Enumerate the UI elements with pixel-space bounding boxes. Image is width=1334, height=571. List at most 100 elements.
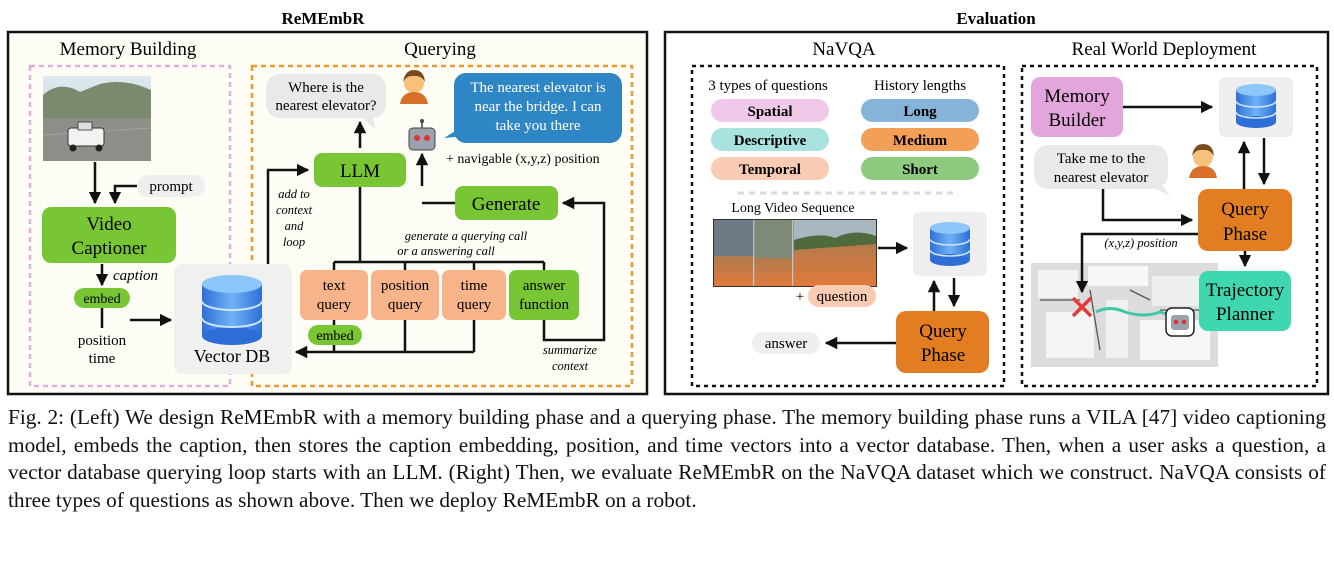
navqa-db-icon <box>929 222 971 266</box>
deployment-title: Real World Deployment <box>1072 39 1258 60</box>
user-question-line-1: Where is the <box>288 80 364 96</box>
memory-building-title: Memory Building <box>60 39 197 60</box>
deploy-robot-icon <box>1165 307 1195 337</box>
answer-pill <box>752 332 820 354</box>
robot-answer-line-3: take you there <box>496 118 581 134</box>
answer-function-label-1: answer <box>523 278 565 294</box>
memory-builder-label-1: Memory <box>1044 86 1110 107</box>
deploy-db-icon <box>1235 84 1277 128</box>
summarize-label-1: summarize <box>543 343 598 357</box>
question-type-temporal-label: Temporal <box>739 162 801 178</box>
loop-label-2: context <box>276 203 313 217</box>
deploy-query-phase-label-1: Query <box>1221 199 1269 220</box>
robot-answer-line-2: near the bridge. I can <box>474 99 602 115</box>
rememebr-figure: ReMEmbR Evaluation Memory Building Query… <box>6 9 1330 396</box>
trajectory-planner-label-2: Planner <box>1216 304 1275 325</box>
time-query-label-2: query <box>457 297 492 313</box>
loop-label-3: and <box>285 219 305 233</box>
navqa-title: NaVQA <box>812 39 876 60</box>
history-long-label: Long <box>903 104 937 120</box>
loop-label-1: add to <box>278 187 310 201</box>
position-query-label-2: query <box>388 297 423 313</box>
memory-builder-label-2: Builder <box>1049 110 1107 131</box>
user-question-line-2: nearest elevator? <box>275 98 377 114</box>
question-tag-label: question <box>817 289 868 305</box>
generate-box <box>455 186 558 220</box>
figure-caption: Fig. 2: (Left) We design ReMEmbR with a … <box>8 405 1326 512</box>
querying-region <box>250 64 634 388</box>
deploy-query-phase-box <box>1198 189 1292 251</box>
text-query-label-1: text <box>323 278 346 294</box>
plus-sign: + <box>796 289 804 305</box>
deployment-region <box>1020 64 1319 388</box>
user-request-line-2: nearest elevator <box>1054 170 1149 186</box>
navqa-query-phase-label-1: Query <box>919 321 967 342</box>
robot-icon <box>408 119 436 151</box>
video-captioner-box <box>42 207 176 263</box>
left-panel: Memory Building Querying prompt Video Ca… <box>6 30 649 396</box>
vector-db-icon <box>201 275 263 345</box>
user-request-line-1: Take me to the <box>1057 151 1146 167</box>
llm-box <box>314 153 406 187</box>
embed-pill-query <box>308 325 362 345</box>
answer-function-box <box>509 270 579 320</box>
answer-function-label-2: function <box>519 297 569 313</box>
video-captioner-label-1: Video <box>86 214 131 235</box>
navigable-position-label: + navigable (x,y,z) position <box>446 152 600 167</box>
questions-header: 3 types of questions <box>708 78 828 94</box>
robot-answer-line-1: The nearest elevator is <box>470 80 606 96</box>
video-sequence-label: Long Video Sequence <box>731 201 854 216</box>
position-query-label-1: position <box>381 278 430 294</box>
history-header: History lengths <box>874 78 966 94</box>
video-captioner-label-2: Captioner <box>72 238 148 259</box>
navqa-query-phase-box <box>896 311 989 373</box>
embed-pill-memory <box>74 288 130 308</box>
history-medium-label: Medium <box>893 133 948 149</box>
position-query-box <box>371 270 439 320</box>
time-label: time <box>89 351 116 367</box>
time-query-label-1: time <box>461 278 488 294</box>
deploy-user-avatar-icon <box>1189 144 1217 178</box>
history-medium <box>861 128 979 151</box>
text-query-label-2: query <box>317 297 352 313</box>
xyz-position-label: (x,y,z) position <box>1104 236 1177 250</box>
querying-title: Querying <box>404 39 476 60</box>
embed-label-query: embed <box>316 329 353 344</box>
left-panel-title: ReMEmbR <box>281 9 365 28</box>
loop-label-4: loop <box>283 235 305 249</box>
navqa-query-phase-label-2: Phase <box>921 345 965 366</box>
summarize-label-2: context <box>552 359 589 373</box>
question-type-descriptive-label: Descriptive <box>734 133 807 149</box>
question-type-spatial <box>711 99 829 122</box>
question-tag <box>808 285 876 307</box>
navqa-region <box>690 64 1006 388</box>
right-panel: NaVQA Real World Deployment 3 types of q… <box>663 30 1330 396</box>
prompt-label: prompt <box>149 179 193 195</box>
deploy-query-phase-label-2: Phase <box>1223 224 1267 245</box>
robot-photo <box>42 76 152 161</box>
call-label-1: generate a querying call <box>405 229 528 243</box>
time-query-box <box>442 270 506 320</box>
user-question-bubble <box>266 74 386 130</box>
history-short <box>861 157 979 180</box>
trajectory-planner-box <box>1199 271 1291 331</box>
user-avatar-icon <box>400 70 428 104</box>
memory-building-region <box>28 64 232 388</box>
trajectory-planner-label-1: Trajectory <box>1206 280 1285 301</box>
video-sequence-frames <box>713 219 877 287</box>
answer-label: answer <box>765 336 807 352</box>
call-label-2: or a answering call <box>397 244 495 258</box>
embed-label-memory: embed <box>83 292 120 307</box>
history-short-label: Short <box>902 162 938 178</box>
prompt-pill <box>137 175 205 197</box>
generate-label: Generate <box>472 194 541 215</box>
history-long <box>861 99 979 122</box>
llm-label: LLM <box>340 161 380 182</box>
robot-answer-bubble <box>444 73 622 143</box>
text-query-box <box>300 270 368 320</box>
occupancy-map <box>1031 263 1218 367</box>
right-panel-title: Evaluation <box>956 9 1036 28</box>
user-request-bubble <box>1034 145 1170 196</box>
position-label: position <box>78 333 127 349</box>
vector-db-label: Vector DB <box>194 346 270 366</box>
